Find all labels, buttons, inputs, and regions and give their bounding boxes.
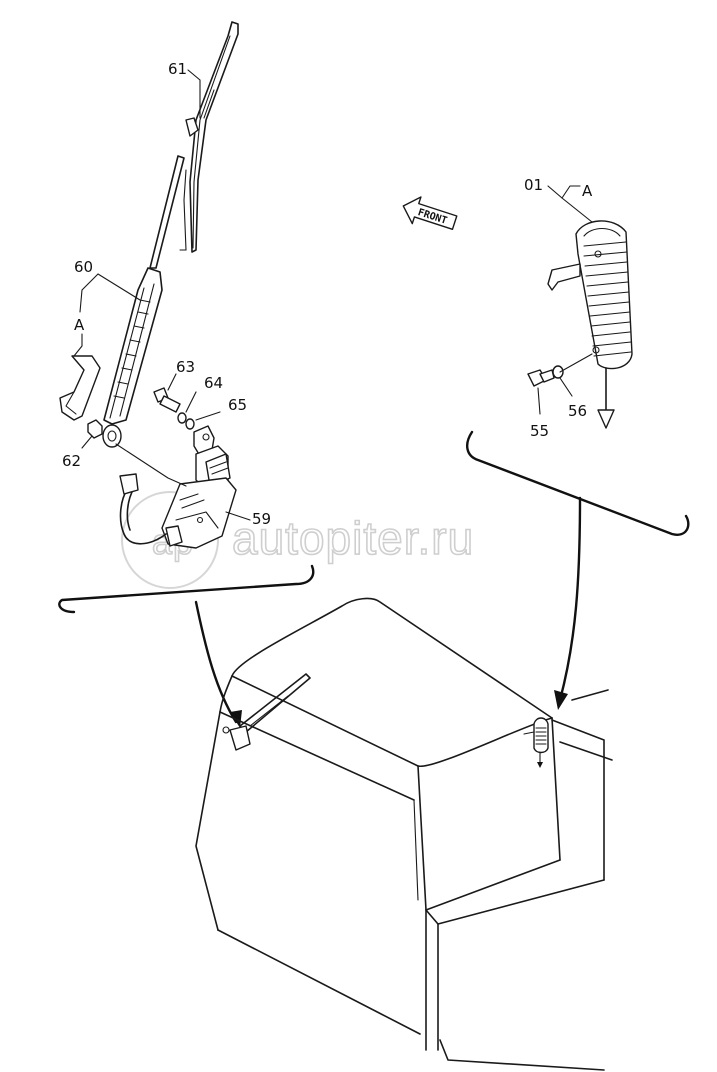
label-61: 61 — [168, 60, 187, 78]
assembly-leader — [115, 443, 187, 487]
lock-washer — [185, 418, 195, 430]
wiper-arm — [102, 155, 185, 448]
front-arrow-icon: FRONT — [402, 196, 458, 231]
callout-bracket-left — [58, 564, 315, 614]
label-65: 65 — [228, 396, 247, 414]
label-55: 55 — [530, 422, 549, 440]
label-59: 59 — [252, 510, 271, 528]
wiper-cap — [59, 355, 101, 421]
arrowhead-right — [554, 690, 568, 710]
labels-left: 61 60 A 63 64 65 62 59 — [62, 60, 271, 528]
work-light — [547, 220, 633, 429]
nut — [87, 419, 103, 439]
cab-wiper — [222, 673, 311, 751]
leaders-right — [537, 185, 593, 415]
label-62: 62 — [62, 452, 81, 470]
label-56: 56 — [568, 402, 587, 420]
wiper-motor — [119, 425, 237, 549]
watermark-logo-icon — [121, 491, 219, 589]
labels-right: 01 A 55 56 — [524, 176, 593, 440]
cab-body — [195, 597, 613, 1071]
label-a-left: A — [74, 316, 85, 334]
label-63: 63 — [176, 358, 195, 376]
callout-bracket-right — [466, 430, 690, 536]
wiper-blade — [179, 21, 239, 253]
label-64: 64 — [204, 374, 223, 392]
watermark-text: autopiter.ru — [232, 512, 474, 564]
label-60: 60 — [74, 258, 93, 276]
light-bolt — [527, 369, 555, 387]
watermark: ap autopiter.ru — [121, 491, 474, 589]
label-01: 01 — [524, 176, 543, 194]
label-a-right: A — [582, 182, 593, 200]
bolt — [153, 387, 181, 413]
leaders-left — [73, 69, 251, 521]
washer — [177, 412, 187, 424]
light-washer — [552, 365, 564, 379]
callout-arrow-right — [558, 496, 582, 702]
callout-arrow-left — [194, 600, 238, 724]
cab-light — [523, 717, 549, 768]
